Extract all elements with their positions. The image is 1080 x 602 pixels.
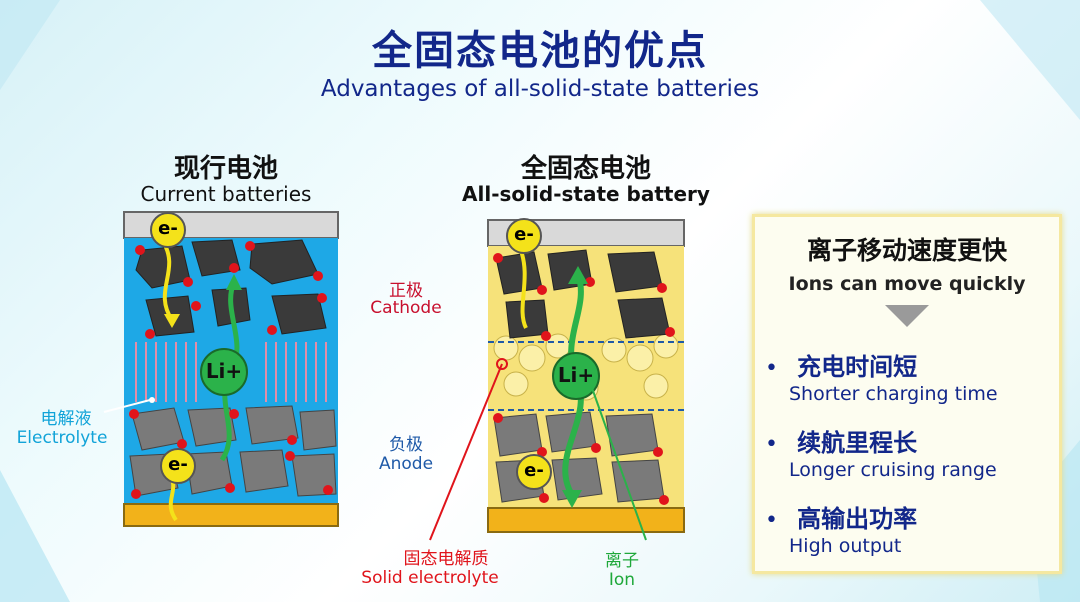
page-title: 全固态电池的优点	[372, 28, 708, 74]
cathode-label-cn: 正极	[389, 281, 423, 301]
bottom-current-collector	[487, 507, 685, 533]
electrolyte-label-cn: 电解液	[40, 409, 92, 429]
electron-badge-top-current: e-	[150, 212, 186, 248]
anode-red-dots	[129, 409, 333, 499]
advantage-item-1: • 充电时间短	[765, 347, 917, 382]
electron-badge-bottom-solid: e-	[516, 454, 552, 490]
electron-path-top	[160, 238, 174, 322]
advantage-1-en: Shorter charging time	[789, 383, 998, 405]
advantage-1-cn: 充电时间短	[797, 353, 918, 381]
anode-label-cn: 负极	[389, 435, 423, 455]
anode-particles	[129, 405, 337, 497]
electron-badge-top-solid: e-	[506, 218, 542, 254]
ion-label-en: Ion	[608, 570, 636, 590]
anode-label-en: Anode	[378, 454, 434, 474]
lithium-ion-badge-solid: Li+	[552, 352, 600, 400]
ion-label-cn: 离子	[605, 551, 639, 571]
anode-particles	[493, 411, 665, 503]
cathode-label-en: Cathode	[370, 298, 442, 318]
separator	[135, 342, 327, 402]
red-dots	[493, 253, 675, 505]
electrolyte-label-en: Electrolyte	[16, 428, 108, 448]
advantages-box: 离子移动速度更快 Ions can move quickly • 充电时间短 S…	[752, 214, 1062, 574]
advantage-2-cn: 续航里程长	[797, 429, 918, 457]
electron-badge-bottom-current: e-	[160, 448, 196, 484]
callout-lines	[429, 358, 647, 541]
bottom-current-collector	[123, 503, 339, 527]
bullet-icon: •	[765, 508, 778, 533]
cathode-red-dots	[135, 241, 327, 339]
page-subtitle: Advantages of all-solid-state batteries	[320, 76, 760, 102]
advantage-3-en: High output	[789, 535, 902, 557]
advantages-heading-en: Ions can move quickly	[788, 273, 1026, 295]
current-battery-title-cn: 现行电池	[173, 154, 278, 184]
advantage-item-3: • 高输出功率	[765, 499, 917, 534]
advantage-2-en: Longer cruising range	[789, 459, 997, 481]
solid-battery-title-cn: 全固态电池	[520, 154, 651, 184]
bullet-icon: •	[765, 356, 778, 381]
solid-electrolyte-label-cn: 固态电解质	[403, 549, 489, 569]
lithium-ion-badge-current: Li+	[200, 348, 248, 396]
solid-electrolyte-label-en: Solid electrolyte	[361, 568, 499, 588]
solid-battery-title-en: All-solid-state battery	[462, 182, 710, 206]
cathode-particles	[495, 249, 671, 339]
advantage-item-2: • 续航里程长	[765, 423, 917, 458]
advantage-3-cn: 高输出功率	[797, 505, 918, 533]
bullet-icon: •	[765, 432, 778, 457]
electrolyte-pointer	[103, 397, 155, 413]
electron-path	[518, 247, 528, 329]
down-arrow-icon	[885, 305, 929, 327]
advantages-heading-cn: 离子移动速度更快	[806, 236, 1007, 265]
current-battery-title-en: Current batteries	[140, 182, 312, 206]
solid-battery-diagram	[487, 219, 685, 533]
